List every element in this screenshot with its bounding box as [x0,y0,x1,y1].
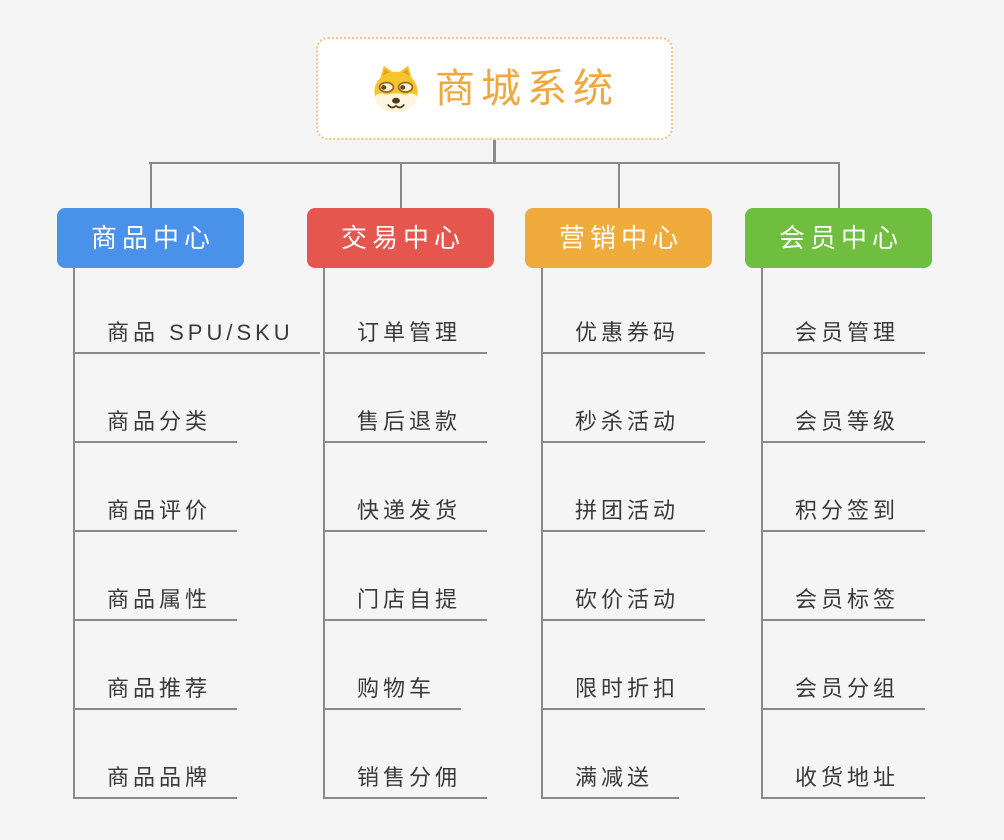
child-node: 门店自提 [325,532,494,621]
child-node: 会员标签 [763,532,932,621]
branch-connector-drop [618,163,620,209]
child-node-label[interactable]: 商品评价 [75,498,238,532]
branch-label: 交易中心 [340,223,465,253]
branch-label: 商品中心 [90,223,215,253]
child-node: 秒杀活动 [543,354,712,443]
child-node-label[interactable]: 商品品牌 [75,765,238,799]
child-node: 商品品牌 [75,710,320,799]
child-node-label[interactable]: 秒杀活动 [543,409,706,443]
root-connector-stub [493,138,496,164]
child-node: 拼团活动 [543,443,712,532]
child-node: 商品分类 [75,354,320,443]
child-node: 满减送 [543,710,712,799]
child-node: 商品评价 [75,443,320,532]
branch-label: 会员中心 [778,223,903,253]
child-node-label[interactable]: 会员等级 [763,409,926,443]
branch-children: 商品 SPU/SKU 商品分类商品评价商品属性商品推荐商品品牌 [73,268,320,799]
child-node-label[interactable]: 优惠券码 [543,320,706,354]
branch-connector-drop [150,163,152,209]
child-node-label[interactable]: 销售分佣 [325,765,488,799]
child-node-label[interactable]: 满减送 [543,765,680,799]
branch-node-product[interactable]: 商品中心 [57,208,244,268]
child-node-label[interactable]: 会员标签 [763,587,926,621]
branch-node-marketing[interactable]: 营销中心 [525,208,712,268]
child-node: 商品属性 [75,532,320,621]
child-node: 收货地址 [763,710,932,799]
child-node-label[interactable]: 砍价活动 [543,587,706,621]
child-node: 订单管理 [325,268,494,354]
child-node: 售后退款 [325,354,494,443]
branch-trade: 交易中心 订单管理售后退款快递发货门店自提购物车销售分佣 [307,208,494,799]
child-node: 砍价活动 [543,532,712,621]
child-node-label[interactable]: 收货地址 [763,765,926,799]
child-node-label[interactable]: 商品属性 [75,587,238,621]
child-node-label[interactable]: 快递发货 [325,498,488,532]
branch-member: 会员中心 会员管理会员等级积分签到会员标签会员分组收货地址 [745,208,932,799]
child-node: 优惠券码 [543,268,712,354]
child-node-label[interactable]: 会员分组 [763,676,926,710]
child-node: 会员等级 [763,354,932,443]
branch-children: 订单管理售后退款快递发货门店自提购物车销售分佣 [323,268,494,799]
branch-product: 商品中心 商品 SPU/SKU 商品分类商品评价商品属性商品推荐商品品牌 [57,208,320,799]
child-node: 购物车 [325,621,494,710]
child-node-label[interactable]: 门店自提 [325,587,488,621]
root-connector-horizontal [149,162,840,164]
child-node: 会员分组 [763,621,932,710]
root-node[interactable]: 商城系统 [316,37,673,140]
branch-connector-drop [838,163,840,209]
branch-node-trade[interactable]: 交易中心 [307,208,494,268]
child-node: 销售分佣 [325,710,494,799]
child-node-label[interactable]: 会员管理 [763,320,926,354]
branch-children: 会员管理会员等级积分签到会员标签会员分组收货地址 [761,268,932,799]
child-node: 会员管理 [763,268,932,354]
child-node-label[interactable]: 售后退款 [325,409,488,443]
branch-connector-drop [400,163,402,209]
branch-children: 优惠券码秒杀活动拼团活动砍价活动限时折扣满减送 [541,268,712,799]
root-title: 商城系统 [435,66,619,111]
branch-label: 营销中心 [558,223,683,253]
branch-node-member[interactable]: 会员中心 [745,208,932,268]
child-node: 限时折扣 [543,621,712,710]
dog-icon [370,63,422,115]
child-node: 积分签到 [763,443,932,532]
child-node-label[interactable]: 限时折扣 [543,676,706,710]
child-node-label[interactable]: 拼团活动 [543,498,706,532]
child-node: 快递发货 [325,443,494,532]
child-node-label[interactable]: 订单管理 [325,320,488,354]
child-node: 商品推荐 [75,621,320,710]
child-node-label[interactable]: 积分签到 [763,498,926,532]
child-node-label[interactable]: 商品分类 [75,409,238,443]
branch-marketing: 营销中心 优惠券码秒杀活动拼团活动砍价活动限时折扣满减送 [525,208,712,799]
child-node-label[interactable]: 商品 SPU/SKU [75,320,320,354]
child-node-label[interactable]: 商品推荐 [75,676,238,710]
child-node: 商品 SPU/SKU [75,268,320,354]
child-node-label[interactable]: 购物车 [325,676,462,710]
